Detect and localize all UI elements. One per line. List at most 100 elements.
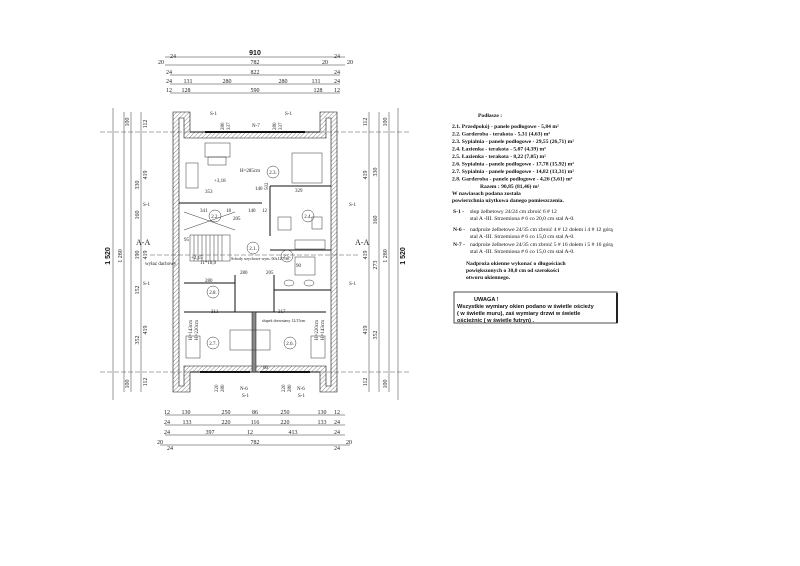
dimension-label: 822 (251, 70, 260, 76)
dimension-label: S-1 (349, 203, 356, 208)
building-walls (172, 111, 338, 393)
dimension-label: 419 (143, 251, 149, 260)
dimension-label: 20 (158, 60, 164, 66)
dimension-label: 280 (221, 122, 226, 130)
dimension-label: 220 (222, 420, 231, 426)
dimension-label: 352 (373, 331, 379, 340)
dimension-label: otworu okiennego. (466, 275, 511, 281)
dimension-label: powiększonych o 30,0 cm od szerokości (466, 268, 560, 274)
dimension-label: 100 (125, 118, 131, 127)
dimension-label: 12 (334, 88, 340, 94)
dimension-label: S-1 (143, 203, 150, 208)
dimension-label: 128 (182, 88, 191, 94)
dimension-label: słup żelbetowy 24/24 cm zbroić 6 # 12 (470, 209, 557, 215)
dimension-label: 280 (273, 122, 278, 130)
dimension-label: ( w świetle muru), zaś wymiary drzwi w ś… (457, 311, 580, 317)
bottom-dimensions: 12 130 250 86 250 130 12 24 133 220 116 … (157, 410, 352, 452)
dimension-label: 95 (184, 238, 190, 243)
dimension-label: 273 (373, 261, 379, 270)
warning-box: UWAGA ! Wszystkie wymiary okien podano w… (453, 291, 618, 324)
dimension-label: 24 (334, 79, 340, 85)
dimension-label: 12 (334, 410, 340, 416)
dimension-label: 311 (211, 310, 219, 315)
room-2-4: 2.4. (301, 209, 315, 223)
roof-hatch-label: wyłaz dachowy (145, 262, 177, 267)
legend-item: 2.2. Garderoba - terakota - 5,31 (4,63) … (452, 131, 550, 138)
dimension-label: 782 (251, 440, 260, 446)
dimension-label: 330 (135, 181, 141, 190)
dimension-label: N-6 (240, 387, 248, 392)
dimension-label: 100 (383, 118, 389, 127)
dimension-label: 220 (215, 384, 220, 392)
section-marker-left: A-A (136, 238, 150, 247)
dimension-label: 160 (373, 216, 379, 225)
dimension-label: 337 (227, 122, 232, 130)
dimension-label: 12 (164, 410, 170, 416)
dimension-label: 590 (251, 88, 260, 94)
section-marker-right: A-A (355, 238, 369, 247)
dimension-label: 419 (363, 171, 369, 180)
dimension-label: 330 (373, 168, 379, 177)
room-2-1: 2.1. (246, 241, 260, 255)
dimension-label: 2.7. (209, 342, 217, 347)
dimension-label: stal A -III. Strzemiona # 6 co 15,0 cm s… (470, 234, 575, 240)
dimension-label: 60 (263, 366, 269, 371)
dimension-label: 205 (233, 217, 241, 222)
dimension-label: 24 (334, 430, 340, 436)
dimension-label: stal A -III. Strzemiona # 6 co 15,0 cm s… (470, 249, 575, 255)
legend-item: 2.4. Łazienka - terakota - 5,07 (4,39) m… (452, 146, 546, 153)
dimension-label: N-7 - (453, 242, 465, 248)
dimension-label: 12 (247, 430, 253, 436)
dimension-label: 1 280 (118, 249, 124, 263)
dimension-label: S-1 (298, 394, 305, 399)
dimension-label: S-1 (349, 282, 356, 287)
dimension-label: 152 (135, 286, 141, 295)
dimension-label: 782 (251, 60, 260, 66)
legend-item: 2.6. Sypialnia - panele podłogowe - 17,7… (452, 161, 574, 168)
dimension-label: 131 (184, 79, 193, 85)
dimension-label: 128 (314, 88, 323, 94)
dimension-label: 280 (223, 79, 232, 85)
dimension-label: N-6 (297, 387, 305, 392)
dimension-label: 1 520 (400, 247, 407, 265)
top-dimensions: 910 20 24 782 20 24 20 24 822 24 24 131 … (158, 50, 353, 94)
dimension-label: 413 (289, 430, 298, 436)
room-markers: 2.3. 2.2. 2.4. 2.1. 2.5. 2.8. 2.7. 2.6. (206, 165, 315, 350)
dimension-label: H=143cm (321, 320, 326, 340)
dimension-label: 205 (266, 271, 274, 276)
dimension-label: 24 (334, 70, 340, 76)
dimension-label: 24 (166, 79, 172, 85)
dimension-label: powierzchnia użytkowa danego pomieszczen… (452, 198, 564, 204)
dimension-label: 2.6. (286, 342, 294, 347)
dimension-label: 2.8. (209, 291, 217, 296)
dimension-label: 20 (322, 60, 328, 66)
legend-item: 2.3. Sypialnia - panele podłogowe - 29,5… (452, 138, 574, 145)
dimension-label: 352 (135, 336, 141, 345)
dimension-label: H=220cm (195, 320, 200, 340)
dimension-label: 90 (296, 264, 302, 269)
dimension-label: 112 (363, 378, 369, 387)
dimension-label: W nawiasach podana została (452, 191, 521, 197)
legend-title: Podłasze : (478, 113, 502, 119)
dimension-label: 2.1. (249, 247, 257, 252)
dimension-label: 116 (251, 420, 260, 426)
dimension-label: 24 (164, 420, 170, 426)
dimension-label: 140 (255, 187, 263, 192)
dimension-label: 280 (288, 384, 293, 392)
dimension-label: +2,15 (191, 256, 203, 261)
dimension-label: nadproże żelbetowe 24/35 cm zbroić 5 # 1… (470, 242, 613, 248)
dimension-label: 280 (205, 279, 213, 284)
dimension-label: 419 (363, 326, 369, 335)
dimension-label: 100 (125, 380, 131, 389)
room-2-6: 2.6. (283, 336, 297, 350)
dimension-label: 20 (346, 440, 352, 446)
dimension-label: 131 (312, 79, 321, 85)
dimension-label: 12 (262, 209, 268, 214)
dimension-label: 419 (363, 251, 369, 260)
dimension-label: 419 (143, 171, 149, 180)
room-2-3: 2.3. (266, 165, 280, 179)
dimension-label: 502 (265, 182, 270, 190)
lintel-label: N-7 (252, 124, 260, 129)
dimension-label: S-1 (143, 282, 150, 287)
dimension-label: 2.5. (283, 255, 291, 260)
